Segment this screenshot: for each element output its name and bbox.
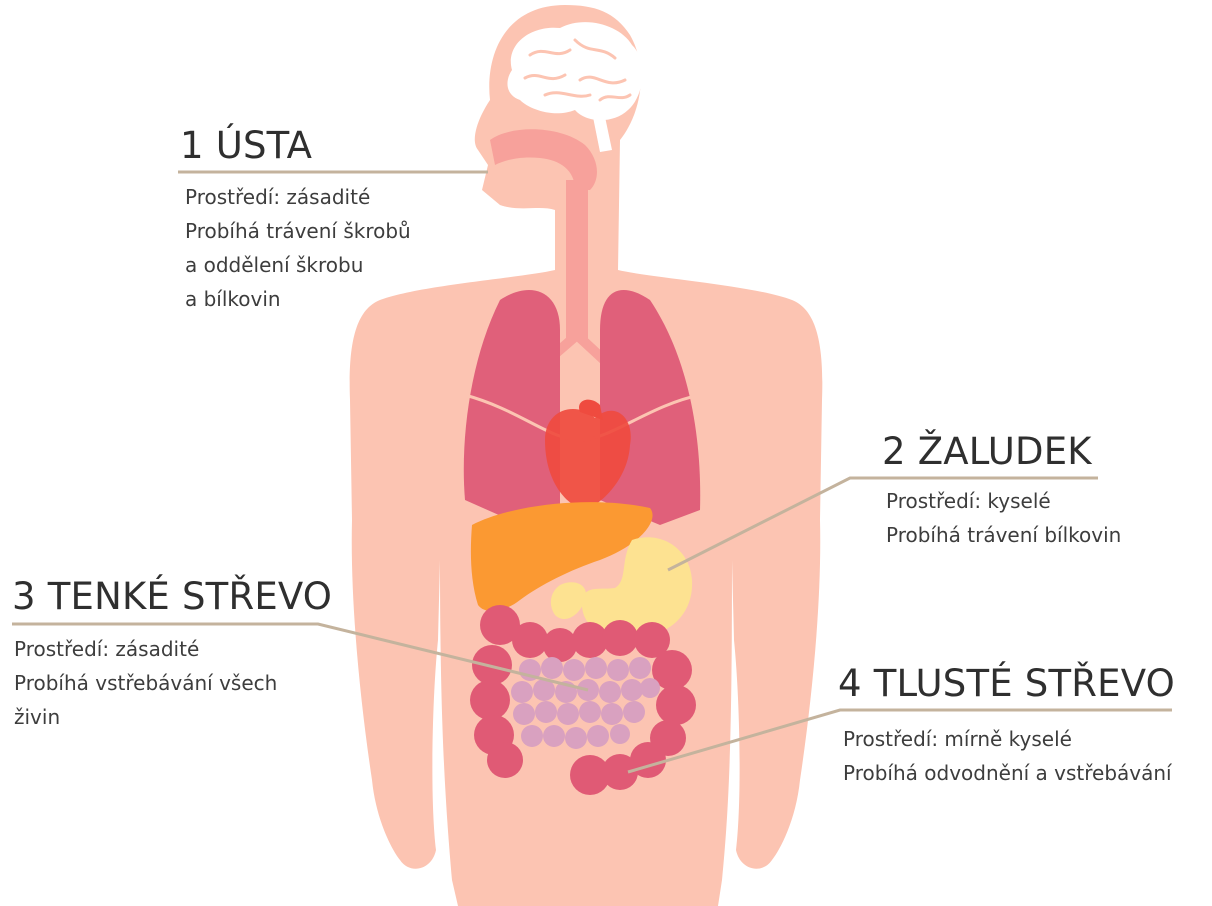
annotation-small-intestine: 3 TENKÉ STŘEVO (12, 575, 332, 619)
annotation-stomach-description: Prostředí: kyselé Probíhá trávení bílkov… (886, 484, 1121, 552)
annotation-title: 4 TLUSTÉ STŘEVO (838, 662, 1175, 706)
annotation-mouth-description: Prostředí: zásadité Probíhá trávení škro… (185, 180, 411, 316)
annotation-mouth: 1 ÚSTA (180, 124, 312, 168)
annotation-stomach: 2 ŽALUDEK (882, 430, 1092, 474)
description-line: Probíhá trávení bílkovin (886, 518, 1121, 552)
annotation-title: 2 ŽALUDEK (882, 430, 1092, 474)
annotation-large-intestine: 4 TLUSTÉ STŘEVO (838, 662, 1175, 706)
description-line: Prostředí: zásadité (185, 180, 411, 214)
annotation-large-intestine-description: Prostředí: mírně kyselé Probíhá odvodněn… (843, 722, 1172, 790)
annotation-title: 1 ÚSTA (180, 124, 312, 168)
description-line: a oddělení škrobu (185, 248, 411, 282)
trachea (566, 180, 588, 340)
description-line: a bílkovin (185, 282, 411, 316)
description-line: Probíhá vstřebávání všech (14, 666, 277, 700)
description-line: Probíhá odvodnění a vstřebávání (843, 756, 1172, 790)
description-line: živin (14, 700, 277, 734)
description-line: Prostředí: kyselé (886, 484, 1121, 518)
brain-shape (507, 22, 642, 120)
description-line: Prostředí: zásadité (14, 632, 277, 666)
annotation-title: 3 TENKÉ STŘEVO (12, 575, 332, 619)
description-line: Probíhá trávení škrobů (185, 214, 411, 248)
description-line: Prostředí: mírně kyselé (843, 722, 1172, 756)
annotation-small-intestine-description: Prostředí: zásadité Probíhá vstřebávání … (14, 632, 277, 734)
